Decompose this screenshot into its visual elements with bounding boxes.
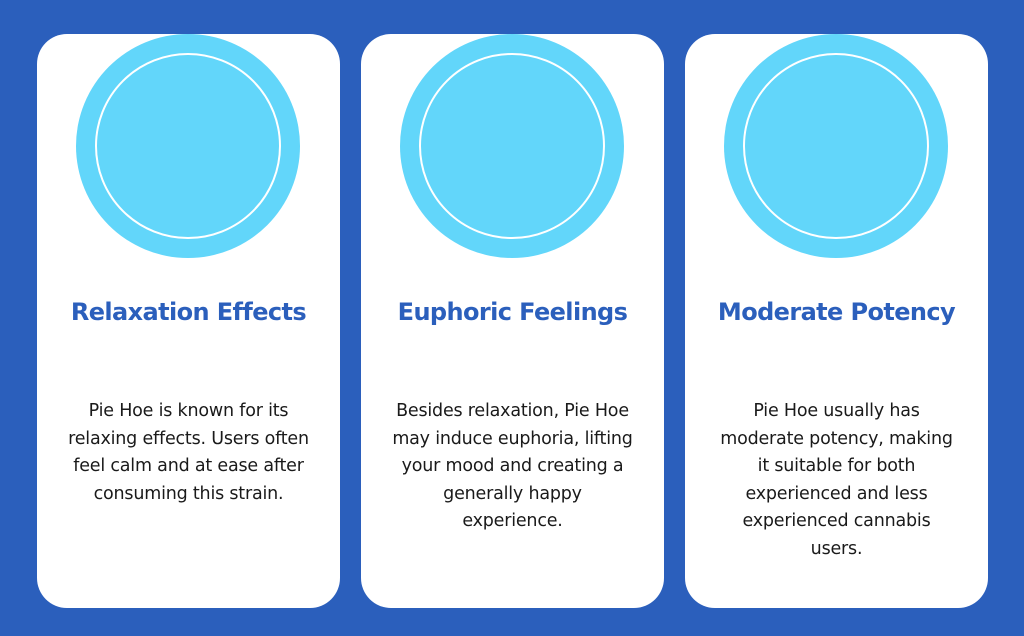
circle-badge xyxy=(724,34,948,258)
card-euphoric-feelings: Euphoric Feelings Besides relaxation, Pi… xyxy=(361,34,664,608)
circle-ring xyxy=(95,53,281,239)
card-relaxation-effects: Relaxation Effects Pie Hoe is known for … xyxy=(37,34,340,608)
card-title: Relaxation Effects xyxy=(70,298,307,326)
card-description: Pie Hoe usually has moderate potency, ma… xyxy=(720,401,953,559)
card-description: Pie Hoe is known for its relaxing effect… xyxy=(68,401,309,504)
circle-badge xyxy=(400,34,624,258)
card-moderate-potency: Moderate Potency Pie Hoe usually has mod… xyxy=(685,34,988,608)
card-title: Moderate Potency xyxy=(717,298,956,326)
circle-ring xyxy=(419,53,605,239)
card-title: Euphoric Feelings xyxy=(397,298,628,326)
card-description: Besides relaxation, Pie Hoe may induce e… xyxy=(392,401,633,531)
circle-badge xyxy=(76,34,300,258)
circle-ring xyxy=(743,53,929,239)
